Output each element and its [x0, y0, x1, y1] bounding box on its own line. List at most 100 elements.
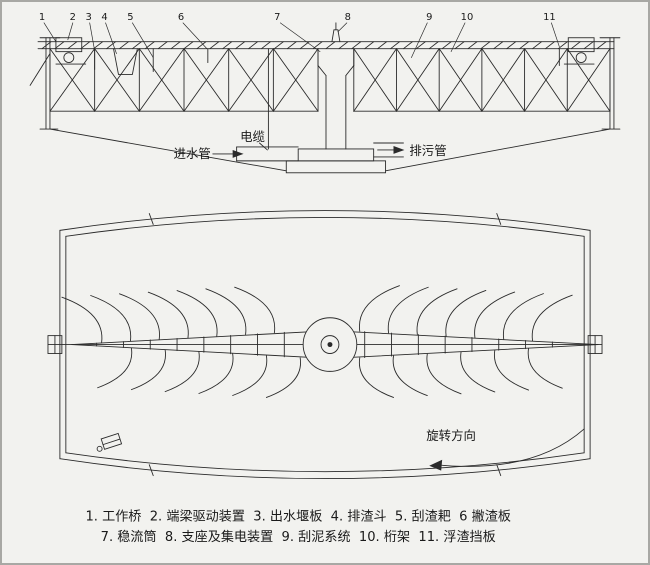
- deck-hatch-line: [273, 41, 284, 50]
- inlet-arrowhead-icon: [232, 149, 244, 158]
- tank-bottom-wall: [59, 458, 591, 480]
- left-drive-unit: [55, 37, 83, 53]
- deck-hatch-line: [261, 41, 271, 50]
- deck-hatch-line: [235, 41, 246, 50]
- deck-hatch-line: [583, 41, 594, 50]
- cable-label: 电缆: [240, 129, 265, 144]
- truss-diagonal: [94, 48, 140, 112]
- deck-hatch-line: [441, 41, 452, 50]
- annotations: 1 2 3 4 5 6 7 8 9 10 11 进水管 电缆 排污管 旋转方向 …: [39, 12, 556, 545]
- scraper-blade: [531, 294, 573, 342]
- scraper-blade: [234, 286, 276, 334]
- legend-line-1: 1. 工作桥 2. 端梁驱动装置 3. 出水堰板 4. 排渣斗 5. 刮渣耙 6…: [85, 508, 510, 524]
- rotation-arrowhead-icon: [429, 459, 443, 471]
- callout-label-5: 5: [127, 12, 133, 23]
- scum-box-body: [100, 432, 123, 450]
- callout-label-6: 6: [178, 12, 184, 23]
- scraper-blade: [460, 351, 496, 393]
- deck-hatch-line: [467, 41, 478, 50]
- leader-line: [551, 22, 560, 48]
- scraper-blade: [416, 288, 458, 335]
- deck-hatch-line: [106, 41, 116, 50]
- floor-slope: [385, 128, 611, 172]
- deck-hatch-line: [144, 41, 155, 50]
- deck-hatch-line: [131, 41, 142, 50]
- truss-diagonal: [566, 48, 611, 112]
- leader-line: [132, 22, 154, 58]
- right-drive-unit: [567, 37, 595, 53]
- scraper-blade: [130, 349, 166, 391]
- scraper-blade: [265, 357, 301, 398]
- scraper-blade: [445, 289, 487, 337]
- deck-hatch-line: [377, 41, 388, 50]
- deck-hatch-line: [67, 41, 78, 50]
- deck-hatch-line: [596, 41, 607, 50]
- break-tick: [148, 213, 154, 225]
- column-taper: [345, 65, 355, 76]
- bridge-deck-hatch: [41, 41, 607, 50]
- scraper-blade: [164, 351, 200, 393]
- deck-hatch-line: [248, 41, 258, 50]
- tank-top-wall: [59, 210, 591, 231]
- deck-hatch-line: [80, 41, 91, 50]
- deck-hatch-line: [570, 41, 581, 50]
- truss-diagonal: [272, 48, 319, 112]
- scraper-blade: [359, 285, 400, 332]
- deck-hatch-line: [338, 41, 349, 50]
- deck-hatch-line: [557, 41, 568, 50]
- center-support-cap: [331, 29, 341, 43]
- deck-hatch-line: [454, 41, 465, 50]
- deck-hatch-line: [196, 41, 207, 50]
- leader-line: [279, 22, 321, 52]
- center-hub-inner: [320, 335, 340, 354]
- truss-diagonal: [49, 48, 96, 112]
- scraper-blade: [387, 286, 429, 334]
- leader-line: [450, 22, 466, 52]
- deck-hatch-line: [493, 41, 504, 50]
- callout-leaders: [43, 22, 560, 58]
- scraper-blade: [474, 291, 516, 339]
- rotation-direction-label: 旋转方向: [426, 428, 476, 443]
- support-strut: [29, 53, 51, 86]
- deck-hatch-line: [519, 41, 529, 50]
- deck-hatch-line: [506, 41, 517, 50]
- scraper-blade: [358, 357, 394, 398]
- callout-label-8: 8: [345, 12, 351, 23]
- column-taper: [317, 65, 327, 76]
- plan-view: [47, 210, 603, 480]
- drain-arrowhead-icon: [393, 145, 405, 154]
- deck-hatch-line: [41, 41, 52, 50]
- deck-hatch-line: [222, 41, 233, 50]
- callout-label-2: 2: [70, 12, 76, 23]
- base-slab: [285, 160, 387, 174]
- deck-hatch-line: [209, 41, 220, 50]
- leader-line: [43, 22, 57, 43]
- scum-box: [100, 432, 123, 450]
- deck-hatch-line: [54, 41, 65, 50]
- scraper-blade: [392, 355, 428, 397]
- scraper-blade: [494, 349, 529, 391]
- deck-hatch-line: [415, 41, 426, 50]
- truss-diagonal: [524, 48, 568, 112]
- scraper-blade: [232, 355, 268, 396]
- deck-hatch-line: [544, 41, 555, 50]
- scraper-blade: [61, 296, 103, 344]
- leader-line: [89, 22, 95, 52]
- truss-right: [353, 48, 611, 112]
- scraper-blade: [97, 347, 133, 389]
- callout-label-3: 3: [86, 12, 92, 23]
- truss-diagonal: [228, 48, 274, 112]
- scraper-blade: [119, 293, 160, 340]
- truss-diagonal: [438, 48, 483, 112]
- leader-line: [411, 22, 428, 58]
- deck-hatch-line: [286, 41, 297, 50]
- scraper-blades: [61, 285, 573, 398]
- break-tick: [496, 464, 502, 477]
- elevation-view: [29, 22, 621, 174]
- deck-hatch-line: [480, 41, 491, 50]
- cable-leader: [259, 142, 268, 151]
- scraper-blade: [176, 290, 218, 337]
- tank-top-wall-inner: [65, 217, 585, 237]
